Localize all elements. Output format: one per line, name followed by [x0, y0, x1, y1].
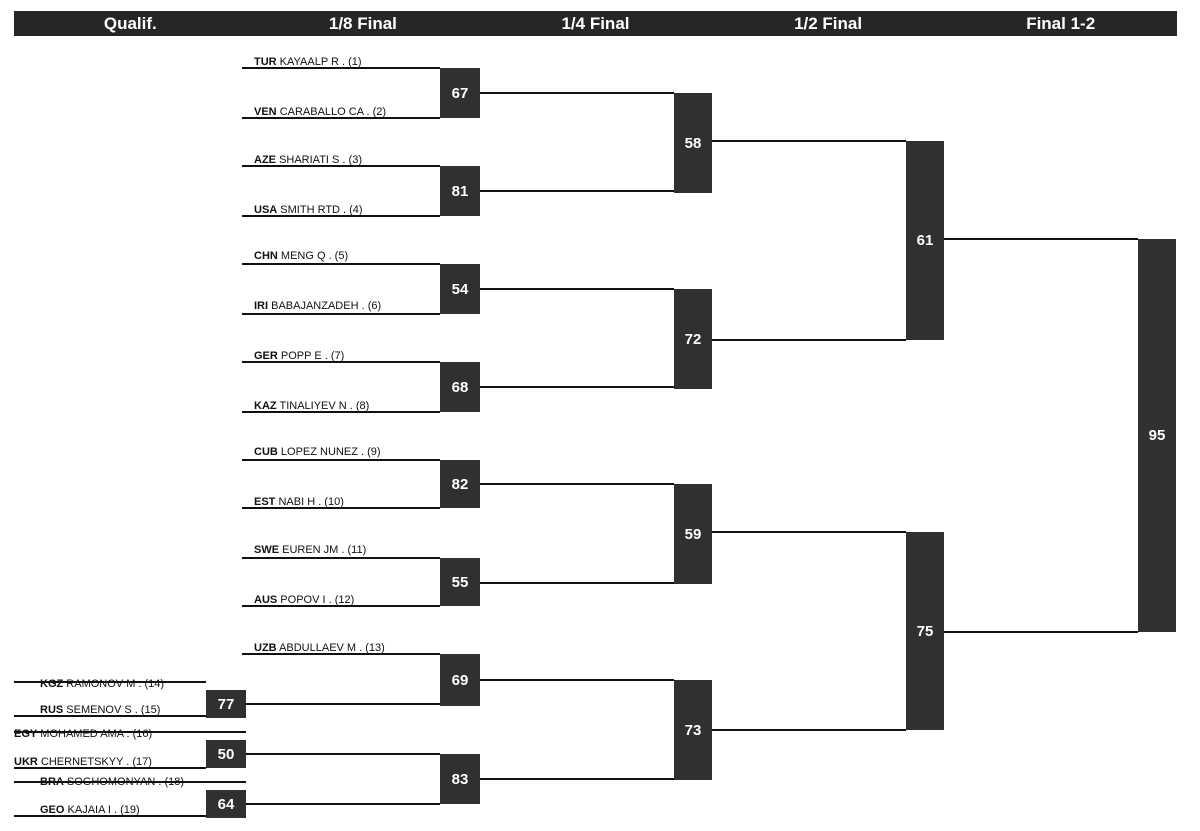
bout-score-r16: 83	[440, 754, 480, 804]
round-label-qualif: Qualif.	[103, 14, 157, 33]
bout-score-sf: 61	[906, 141, 944, 340]
athlete-country: IRI	[254, 300, 269, 312]
athlete-entry: KAZ TINALIYEV N . (8)	[254, 400, 369, 413]
round-label-1-8-final: 1/8 Final	[328, 14, 397, 33]
athlete-country: AZE	[254, 154, 276, 166]
athlete-country: RUS	[40, 704, 64, 716]
athlete-entry: EST NABI H . (10)	[254, 496, 344, 509]
athlete-country: CHN	[254, 250, 278, 262]
athlete-entry: AZE SHARIATI S . (3)	[254, 154, 362, 167]
bout-score-qf: 59	[674, 484, 712, 584]
athlete-name: RAMONOV M . (14)	[66, 678, 165, 690]
athlete-name: POPOV I . (12)	[280, 594, 355, 606]
athlete-entry: RUS SEMENOV S . (15)	[40, 704, 160, 717]
bout-score-qf: 72	[674, 289, 712, 389]
athlete-country: KGZ	[40, 678, 64, 690]
athlete-name: BABAJANZADEH . (6)	[271, 300, 382, 312]
athlete-entry: USA SMITH RTD . (4)	[254, 204, 363, 217]
athlete-entry: AUS POPOV I . (12)	[254, 594, 354, 607]
athlete-entry: GER POPP E . (7)	[254, 350, 344, 363]
athlete-country: AUS	[254, 594, 278, 606]
athlete-name: SHARIATI S . (3)	[279, 154, 362, 166]
athlete-entry: CUB LOPEZ NUNEZ . (9)	[254, 446, 381, 459]
athlete-country: GER	[254, 350, 278, 362]
athlete-country: EGY	[14, 728, 38, 740]
athlete-country: KAZ	[254, 400, 277, 412]
athlete-entry: BRA SOGHOMONYAN . (18)	[40, 776, 184, 789]
athlete-name: MENG Q . (5)	[280, 250, 349, 262]
bout-score-r16: 67	[440, 68, 480, 118]
athlete-name: SOGHOMONYAN . (18)	[66, 776, 185, 788]
athlete-country: GEO	[40, 804, 65, 816]
athlete-entry: CHN MENG Q . (5)	[254, 250, 348, 263]
round-label-final: Final 1-2	[1026, 14, 1096, 33]
athlete-name: ABDULLAEV M . (13)	[279, 642, 385, 654]
athlete-name: SMITH RTD . (4)	[280, 204, 363, 216]
athlete-name: SEMENOV S . (15)	[66, 704, 161, 716]
bout-score-r16: 81	[440, 166, 480, 216]
athlete-entry: VEN CARABALLO CA . (2)	[254, 106, 386, 119]
bout-score-qualif: 50	[206, 740, 246, 768]
athlete-country: SWE	[254, 544, 280, 556]
bout-score-qf: 58	[674, 93, 712, 193]
athlete-name: CHERNETSKYY . (17)	[40, 756, 152, 768]
athlete-country: EST	[254, 496, 276, 508]
bout-score-qualif: 64	[206, 790, 246, 818]
athlete-name: POPP E . (7)	[280, 350, 345, 362]
athlete-name: MOHAMED AMA . (16)	[40, 728, 153, 740]
athlete-country: UZB	[254, 642, 277, 654]
athlete-name: KAJAIA I . (19)	[67, 804, 140, 816]
round-label-1-2-final: 1/2 Final	[794, 14, 863, 33]
athlete-country: TUR	[254, 56, 277, 68]
athlete-entry: TUR KAYAALP R . (1)	[254, 56, 362, 69]
bout-score-qualif: 77	[206, 690, 246, 718]
athlete-name: TINALIYEV N . (8)	[279, 400, 370, 412]
bout-score-sf: 75	[906, 532, 944, 730]
athlete-country: USA	[254, 204, 278, 216]
athlete-entry: UZB ABDULLAEV M . (13)	[254, 642, 385, 655]
bout-score-qf: 73	[674, 680, 712, 780]
athlete-entry: KGZ RAMONOV M . (14)	[40, 678, 164, 691]
athlete-name: NABI H . (10)	[278, 496, 344, 508]
athlete-country: UKR	[14, 756, 38, 768]
athlete-name: EUREN JM . (11)	[282, 544, 367, 556]
athlete-country: BRA	[40, 776, 64, 788]
bout-score-r16: 82	[440, 460, 480, 508]
athlete-country: CUB	[254, 446, 278, 458]
athlete-entry: SWE EUREN JM . (11)	[254, 544, 366, 557]
athlete-entry: IRI BABAJANZADEH . (6)	[254, 300, 381, 313]
bout-score-r16: 69	[440, 654, 480, 706]
athlete-name: LOPEZ NUNEZ . (9)	[280, 446, 381, 458]
round-header: Qualif. 1/8 Final 1/4 Final 1/2 Final Fi…	[14, 11, 1177, 36]
athlete-entry: EGY MOHAMED AMA . (16)	[14, 728, 152, 741]
athlete-entry: GEO KAJAIA I . (19)	[40, 804, 140, 817]
athlete-country: VEN	[254, 106, 277, 118]
bout-score-final: 95	[1138, 239, 1176, 632]
bout-score-r16: 54	[440, 264, 480, 314]
bout-score-r16: 55	[440, 558, 480, 606]
bout-score-r16: 68	[440, 362, 480, 412]
athlete-entry: UKR CHERNETSKYY . (17)	[14, 756, 152, 769]
round-label-1-4-final: 1/4 Final	[561, 14, 630, 33]
athlete-name: CARABALLO CA . (2)	[279, 106, 387, 118]
athlete-name: KAYAALP R . (1)	[279, 56, 362, 68]
